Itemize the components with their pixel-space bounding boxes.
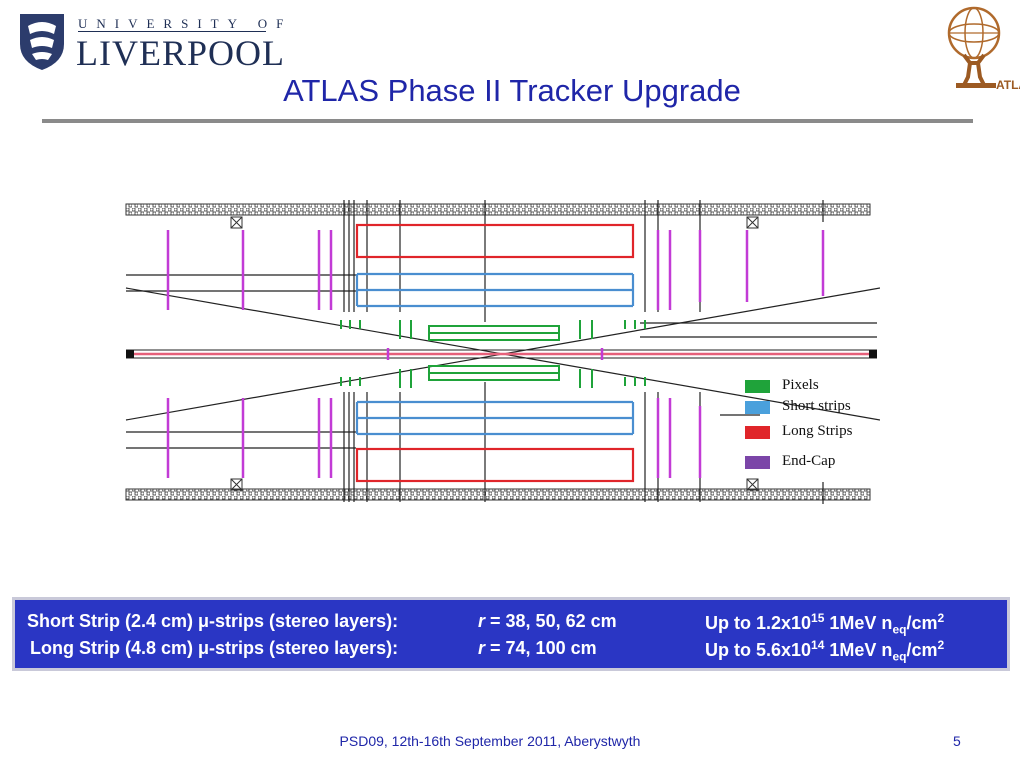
strip-description: Short Strip (2.4 cm) μ-strips (stereo la… — [27, 611, 399, 631]
pixel-barrels — [428, 325, 560, 381]
fluence-value: Up to 1.2x1015 1MeV neq/cm2 — [705, 611, 945, 637]
beam-pipe — [126, 349, 877, 359]
legend-swatch — [745, 456, 770, 469]
strip-description: Long Strip (4.8 cm) μ-strips (stereo lay… — [30, 638, 399, 658]
legend-label: Short strips — [782, 398, 851, 414]
atlas-logo-text: ATLAS — [996, 78, 1020, 91]
tracker-layout-diagram — [125, 200, 880, 504]
page-number: 5 — [953, 733, 961, 749]
layer-info-box: Short Strip (2.4 cm) μ-strips (stereo la… — [12, 597, 1010, 671]
legend-label: End-Cap — [782, 453, 836, 469]
pixel-disks — [340, 320, 646, 388]
page-title: ATLAS Phase II Tracker Upgrade — [283, 73, 741, 108]
legend-swatch — [745, 426, 770, 439]
radius-values: r = 74, 100 cm — [478, 638, 597, 658]
legend-label: Long Strips — [782, 423, 853, 439]
long-strip-barrels — [355, 223, 635, 483]
radius-values: r = 38, 50, 62 cm — [478, 611, 617, 631]
logo-rule — [78, 31, 266, 32]
atlas-logo: ATLAS — [947, 6, 1020, 91]
logo-liverpool: LIVERPOOL — [76, 33, 285, 73]
support-cross-markers — [230, 216, 759, 491]
info-row-long-strip: Long Strip (4.8 cm) μ-strips (stereo lay… — [15, 638, 1007, 664]
title-divider — [42, 119, 973, 123]
horizontal-service-lines — [126, 274, 877, 449]
footer-text: PSD09, 12th-16th September 2011, Aberyst… — [339, 733, 641, 749]
info-row-short-strip: Short Strip (2.4 cm) μ-strips (stereo la… — [15, 611, 1007, 637]
end-cap-disks — [166, 230, 825, 478]
university-logo: UNIVERSITY OF LIVERPOOL — [18, 10, 284, 73]
logo-university-of: UNIVERSITY OF — [78, 16, 293, 31]
short-strip-barrels — [355, 272, 635, 436]
liverpool-shield-icon — [20, 14, 64, 70]
legend-swatch — [745, 380, 770, 393]
legend-swatch — [745, 401, 770, 414]
fluence-value: Up to 5.6x1014 1MeV neq/cm2 — [705, 638, 945, 664]
top-support-structure — [125, 203, 871, 216]
bottom-support-structure — [125, 488, 871, 501]
legend-label: Pixels — [782, 377, 819, 393]
